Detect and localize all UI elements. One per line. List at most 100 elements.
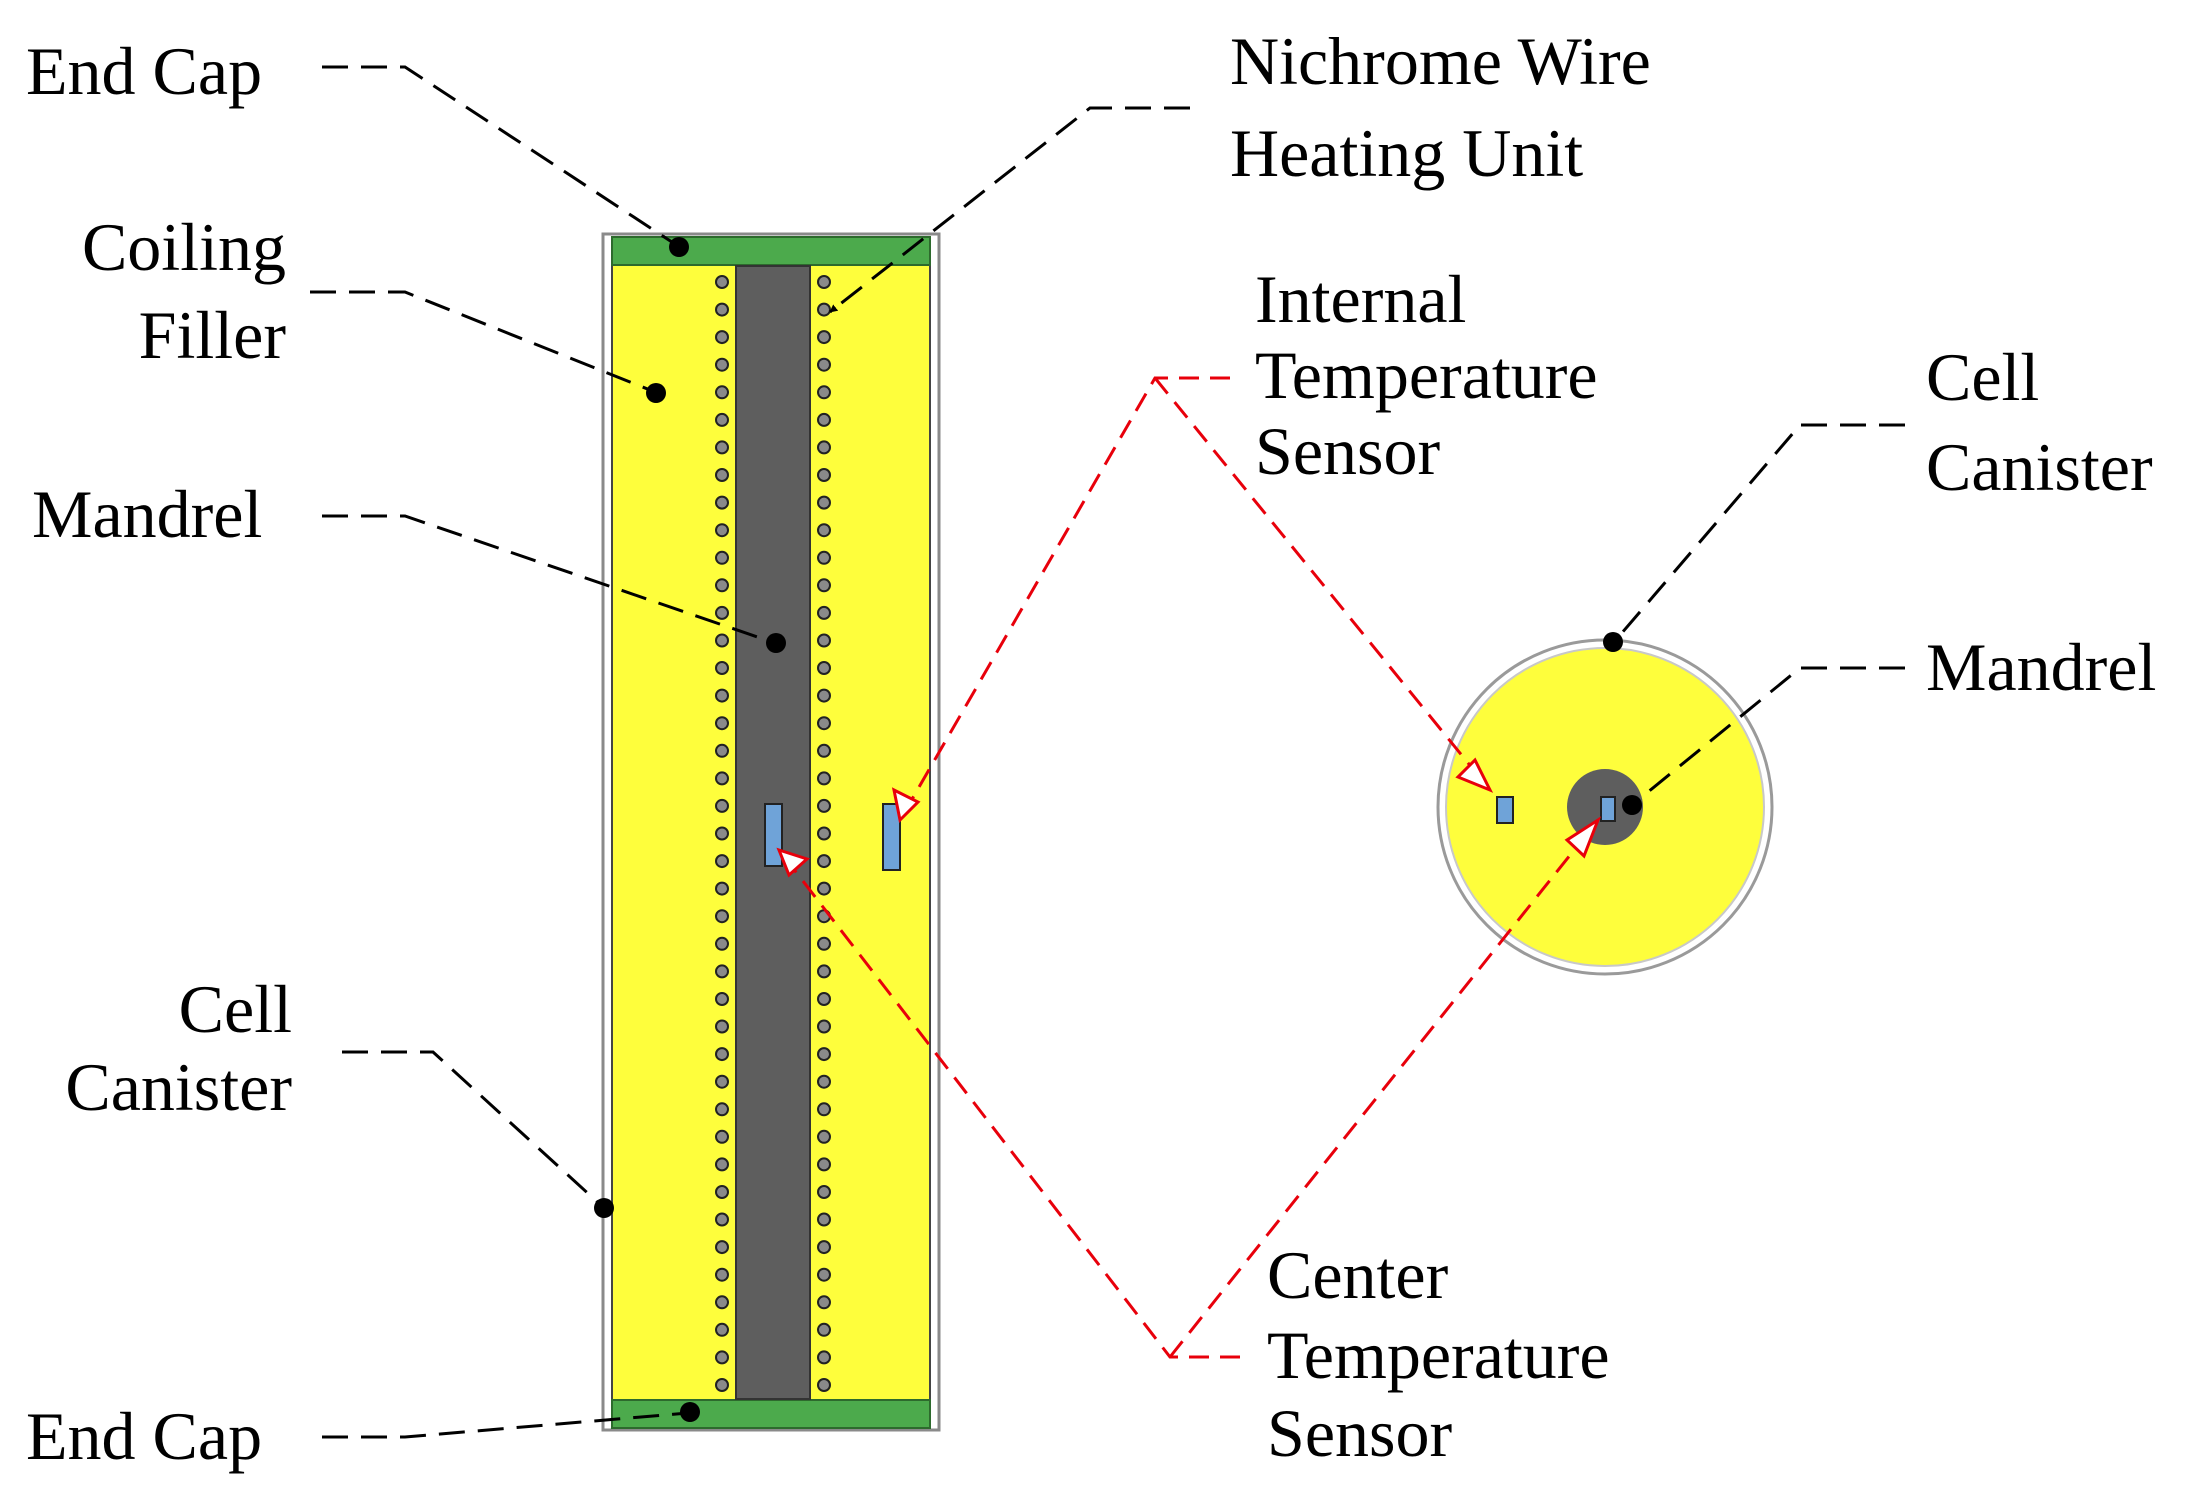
leader-internal-sensor [898,376,1230,821]
coil-wire-right [817,881,831,896]
coil-wire-right [817,302,831,317]
leader-internal-sensor-cross [1153,377,1492,791]
label-cell-canister-right-2: Canister [1926,429,2153,505]
red-arrowheads [776,757,1602,878]
coil-wire-left [715,1129,729,1144]
coil-wire-right [817,1240,831,1255]
coil-wire-left [715,1157,729,1172]
coil-wire-left [715,1240,729,1255]
coil-wire-right [817,771,831,786]
leader-nichrome-wire [829,106,1190,314]
dot-end-cap-top [669,237,689,257]
coil-wire-right [817,716,831,731]
coil-wire-right [817,1157,831,1172]
leader-mandrel-left [322,514,776,645]
coil-wire-right [817,1185,831,1199]
coil-wire-left [715,881,729,896]
leader-cell-canister-left [342,1050,606,1210]
arrow-internal-long [891,787,921,824]
leader-cell-canister-right [1613,423,1905,642]
coil-wire-left [715,743,729,758]
leader-end-cap-top [322,65,679,248]
dot-mandrel-right [1622,795,1642,815]
coil-wire-left [715,1185,729,1199]
arrow-center-long [776,847,810,878]
coil-wire-left [715,1378,729,1392]
leader-end-cap-bottom [322,1411,689,1439]
coil-wire-right [817,1129,831,1144]
dot-mandrel-left [766,633,786,653]
nichrome-coils [715,275,831,1392]
coil-wire-right [817,605,831,620]
coil-wire-left [715,468,729,482]
label-mandrel-right: Mandrel [1926,629,2156,705]
coil-wire-right [817,357,831,372]
coil-wire-right [817,661,831,675]
coil-wire-right [817,633,831,648]
coil-wire-left [715,440,729,455]
coil-wire-right [817,743,831,758]
dot-cell-canister-left [594,1198,614,1218]
label-coiling-filler-1: Coiling [82,209,286,285]
label-nichrome-wire-1: Nichrome Wire [1230,23,1651,99]
label-center-sensor-1: Center [1267,1237,1449,1313]
coil-wire-right [817,1322,831,1337]
coil-wire-right [817,936,831,951]
coil-wire-left [715,1350,729,1365]
dot-end-cap-bottom [680,1402,700,1422]
coil-wire-left [715,1047,729,1062]
longitudinal-section [601,232,941,1432]
coil-wire-left [715,716,729,731]
label-end-cap-top: End Cap [26,33,262,109]
label-center-sensor-2: Temperature [1267,1317,1610,1393]
coil-wire-left [715,412,729,427]
coil-wire-left [715,578,729,593]
coil-wire-left [715,661,729,675]
coil-wire-right [817,992,831,1006]
coil-wire-left [715,1074,729,1089]
coil-wire-left [715,964,729,979]
arrow-internal-cross [1455,757,1494,793]
coil-wire-right [817,1102,831,1117]
coil-wire-right [817,440,831,455]
coil-wire-left [715,495,729,510]
coil-wire-left [715,357,729,372]
label-internal-sensor-3: Sensor [1255,413,1440,489]
transverse-section [1436,638,1774,976]
coil-wire-left [715,854,729,869]
internal-sensor-long [882,803,901,871]
dot-cell-canister-right [1603,632,1623,652]
leader-lines-black [310,65,1905,1439]
coil-wire-right [817,688,831,703]
coil-wire-right [817,1212,831,1227]
coil-wire-left [715,330,729,345]
coil-wire-right [817,1074,831,1089]
coil-wire-left [715,992,729,1006]
coil-wire-right [817,468,831,482]
label-internal-sensor-2: Temperature [1255,337,1598,413]
coil-wire-left [715,1267,729,1282]
center-sensor-cross [1600,796,1616,822]
coil-wire-left [715,936,729,951]
coil-wire-right [817,412,831,427]
label-nichrome-wire-2: Heating Unit [1230,115,1583,191]
coil-wire-left [715,1295,729,1310]
labels: End Cap Coiling Filler Mandrel Cell Cani… [26,23,2156,1474]
coil-wire-left [715,798,729,813]
label-cell-canister-left-1: Cell [179,971,292,1047]
coil-wire-right [817,826,831,841]
leader-lines-red [777,376,1600,1359]
coil-wire-left [715,826,729,841]
dot-coiling-filler [646,383,666,403]
coil-wire-right [817,1295,831,1310]
coil-wire-right [817,495,831,510]
coil-wire-right [817,798,831,813]
leader-coiling-filler [310,290,656,394]
coil-wire-right [817,964,831,979]
coil-wire-left [715,275,729,289]
label-end-cap-bottom: End Cap [26,1398,262,1474]
coil-wire-right [817,275,831,289]
coil-wire-left [715,771,729,786]
coil-wire-left [715,633,729,648]
